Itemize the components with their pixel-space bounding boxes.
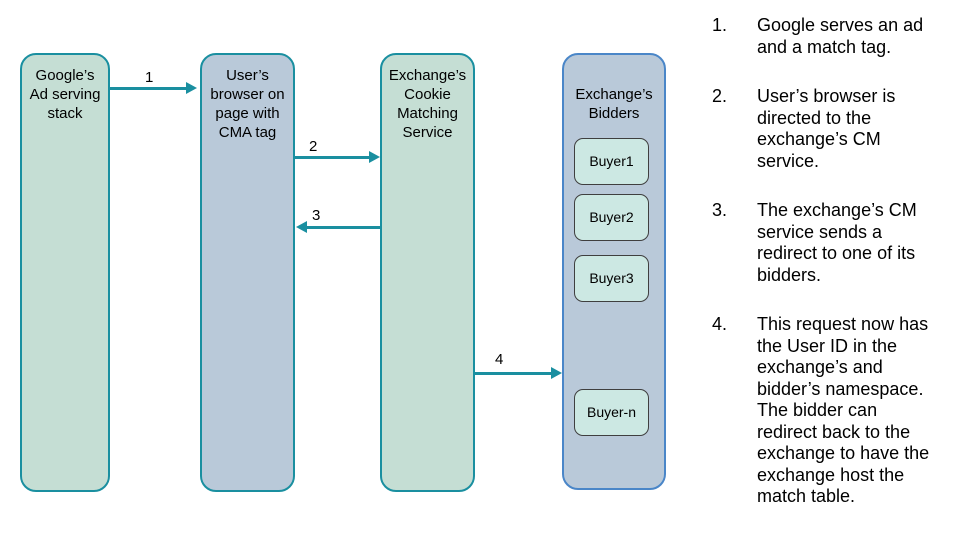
buyer-box-2: Buyer2 bbox=[574, 194, 649, 241]
note-text: Google serves an ad and a match tag. bbox=[757, 15, 924, 57]
note-item-1: 1. Google serves an ad and a match tag. bbox=[712, 15, 948, 58]
arrow-3-label: 3 bbox=[312, 207, 321, 224]
node-google-ad-serving-stack: Google’s Ad serving stack bbox=[20, 53, 110, 492]
note-number: 1. bbox=[712, 15, 728, 35]
node-cookie-matching-service: Exchange’s Cookie Matching Service bbox=[380, 53, 475, 492]
notes-list: 1. Google serves an ad and a match tag. … bbox=[712, 15, 948, 536]
arrow-1-label: 1 bbox=[145, 69, 154, 86]
note-item-2: 2. User’s browser is directed to the exc… bbox=[712, 86, 948, 172]
note-item-4: 4. This request now has the User ID in t… bbox=[712, 314, 948, 508]
note-number: 4. bbox=[712, 314, 728, 334]
note-item-3: 3. The exchange’s CM service sends a red… bbox=[712, 200, 948, 286]
arrow-1-google-to-browser bbox=[110, 82, 197, 94]
arrow-2-browser-to-cm bbox=[295, 151, 380, 163]
arrow-4-cm-to-bidders bbox=[475, 367, 562, 379]
note-text: This request now has the User ID in the … bbox=[757, 314, 930, 506]
node-exchange-bidders-label: Exchange’s Bidders bbox=[575, 86, 653, 122]
note-text: User’s browser is directed to the exchan… bbox=[757, 86, 896, 171]
note-number: 3. bbox=[712, 200, 728, 220]
note-number: 2. bbox=[712, 86, 728, 106]
arrow-2-label: 2 bbox=[309, 138, 318, 155]
arrow-3-cm-to-browser bbox=[296, 221, 380, 233]
buyer-box-3: Buyer3 bbox=[574, 255, 649, 302]
buyer-box-1: Buyer1 bbox=[574, 138, 649, 185]
node-user-browser: User’s browser on page with CMA tag bbox=[200, 53, 295, 492]
buyer-box-n: Buyer-n bbox=[574, 389, 649, 436]
node-exchange-bidders: Exchange’s Bidders Buyer1 Buyer2 Buyer3 … bbox=[562, 53, 666, 490]
arrow-4-label: 4 bbox=[495, 351, 504, 368]
note-text: The exchange’s CM service sends a redire… bbox=[757, 200, 917, 285]
